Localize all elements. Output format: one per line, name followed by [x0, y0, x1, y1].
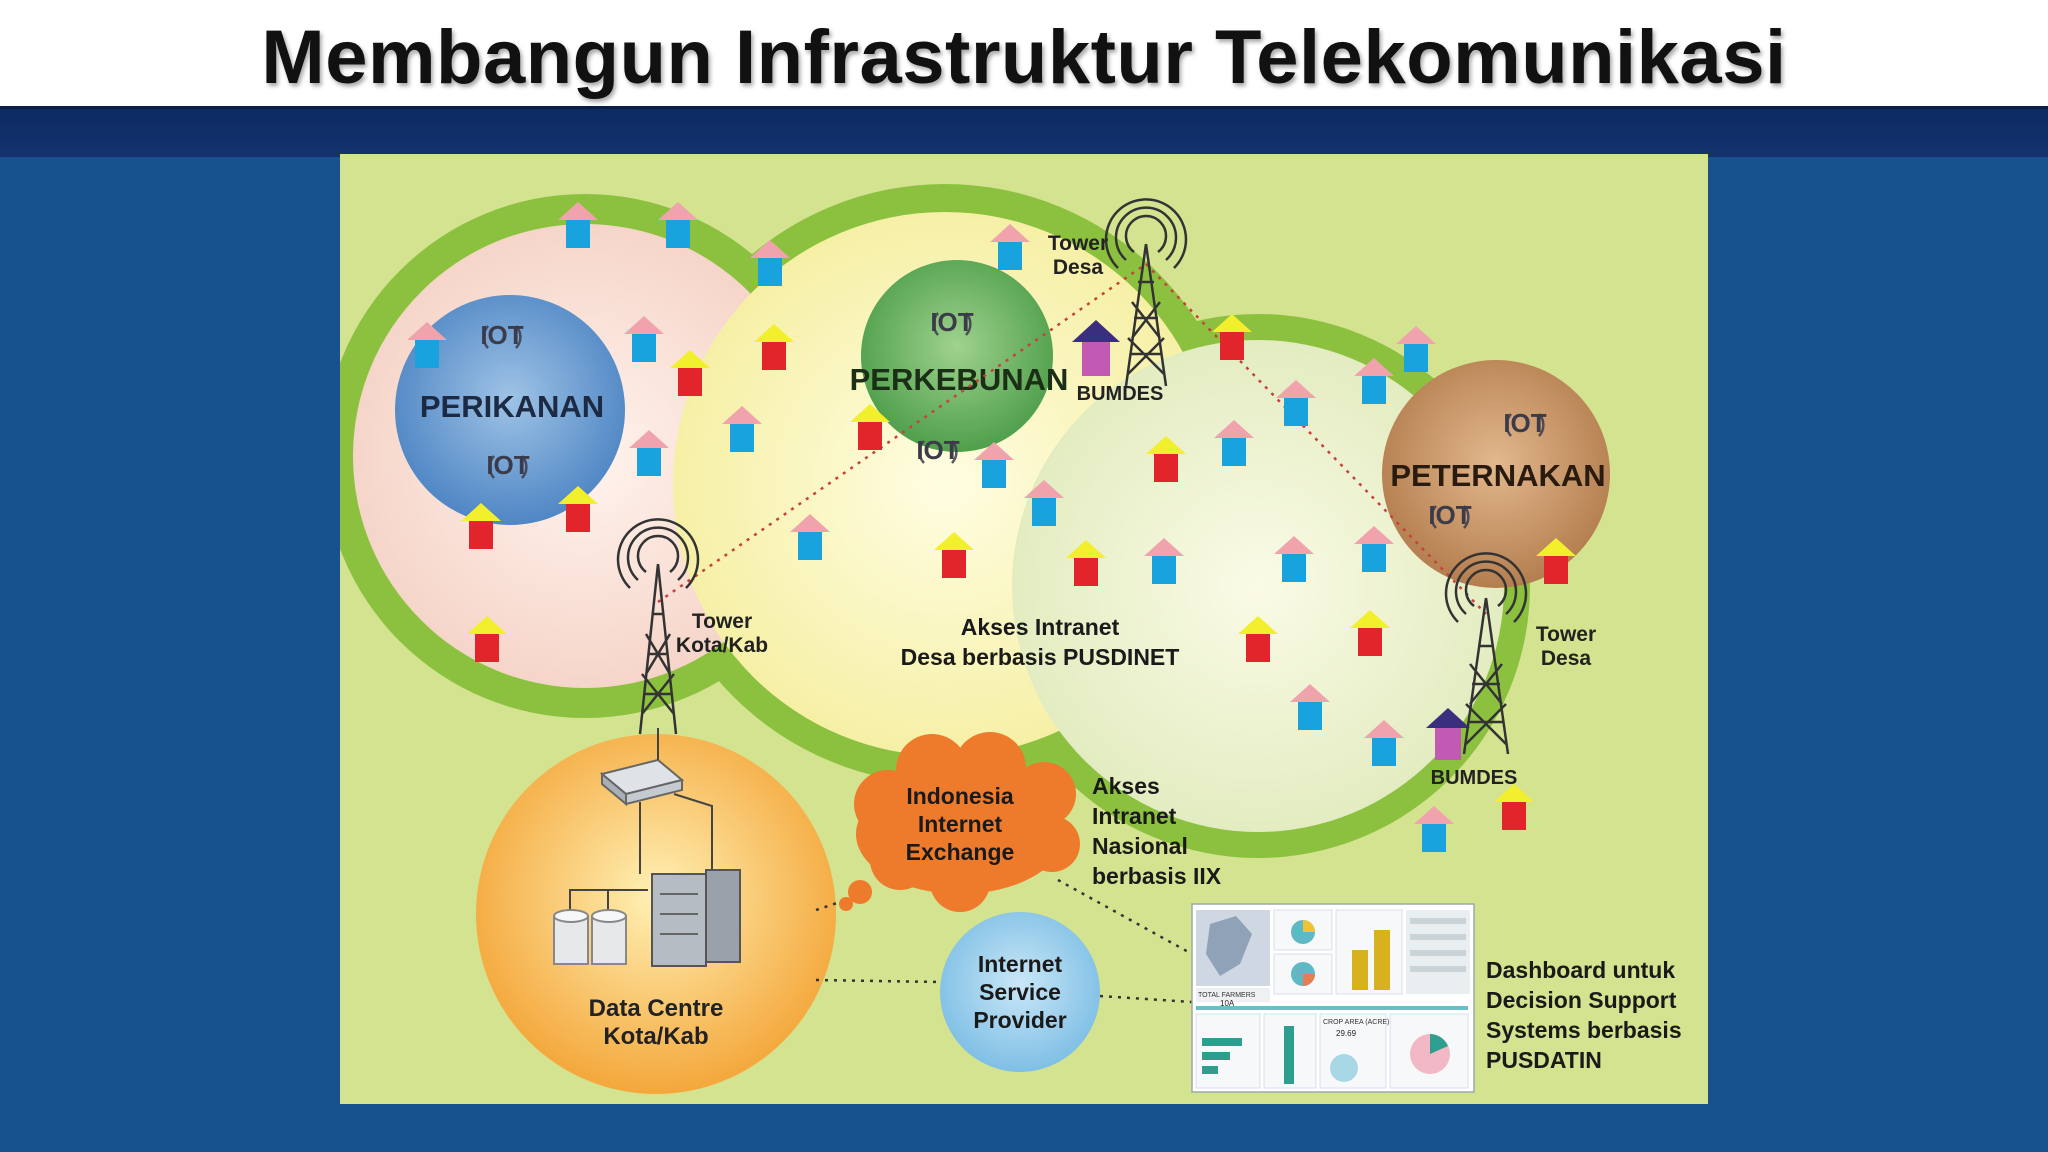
bumdes-label: BUMDES [1077, 383, 1164, 405]
perikanan-label: PERIKANAN [420, 389, 604, 424]
iix-cloud [839, 732, 1080, 912]
dashboard-bar [1352, 950, 1368, 990]
intranet-desa-label-line2: Desa berbasis PUSDINET [901, 644, 1180, 670]
perkebunan-zone [861, 260, 1053, 452]
dashboard-label-line3: Systems berbasis [1486, 1017, 1682, 1043]
isp-label-line1: Internet [978, 951, 1063, 977]
iix-label-line2: Internet [918, 811, 1003, 837]
tower-desa-right-icon [1444, 552, 1528, 755]
header-band [0, 106, 2048, 157]
title-bar: Membangun Infrastruktur Telekomunikasi [0, 0, 2048, 106]
database-icon [553, 909, 627, 965]
intranet-nasional-line1: Akses [1092, 773, 1160, 799]
iot-icon: IOT [930, 307, 973, 337]
diagram-panel: PERIKANAN PERKEBUNAN PETERNAKAN IOT IOT … [340, 154, 1708, 1104]
intranet-desa-label-line1: Akses Intranet [961, 614, 1120, 640]
iot-icon: IOT [480, 320, 523, 350]
iix-label-line3: Exchange [906, 839, 1015, 865]
perkebunan-label: PERKEBUNAN [850, 362, 1069, 397]
dashboard-total-value: 10A [1220, 999, 1235, 1008]
dashboard-label-line4: PUSDATIN [1486, 1047, 1602, 1073]
intranet-nasional-line4: berbasis IIX [1092, 863, 1222, 889]
dashboard-label-line1: Dashboard untuk [1486, 957, 1675, 983]
iix-label-line1: Indonesia [906, 783, 1014, 809]
tower-desa-top-icon [1104, 198, 1188, 387]
dashboard-bar [1374, 930, 1390, 990]
iot-icon: IOT [916, 435, 959, 465]
perikanan-zone [395, 295, 625, 525]
tower-desa-right-label-line1: Tower [1536, 623, 1596, 646]
isp-label-line2: Service [979, 979, 1061, 1005]
tower-links [657, 262, 1487, 615]
dashboard-total-label: TOTAL FARMERS [1198, 992, 1256, 999]
bumdes-label: BUMDES [1431, 767, 1518, 789]
iot-icon: IOT [1428, 500, 1471, 530]
data-centre-label-line1: Data Centre [589, 995, 724, 1022]
intranet-nasional-line3: Nasional [1092, 833, 1188, 859]
tower-kota-icon [616, 518, 700, 735]
intranet-nasional-line2: Intranet [1092, 803, 1177, 829]
iot-badges: IOT IOT IOT IOT IOT IOT [480, 307, 1546, 530]
page-title: Membangun Infrastruktur Telekomunikasi [261, 15, 1787, 100]
network-switch-icon [599, 758, 685, 807]
tower-desa-top-label-line2: Desa [1053, 256, 1104, 279]
dashboard-crop-label: CROP AREA (ACRE) [1323, 1019, 1389, 1026]
houses [407, 202, 1576, 852]
dashboard-label-line2: Decision Support [1486, 987, 1677, 1013]
isp-label-line3: Provider [973, 1007, 1066, 1033]
peternakan-label: PETERNAKAN [1390, 458, 1605, 493]
peternakan-zone [1382, 360, 1610, 588]
dashboard-panel: TOTAL FARMERS 10A [1191, 903, 1475, 1093]
tower-desa-top-label-line1: Tower [1048, 232, 1108, 255]
dashboard-crop-value: 29.69 [1336, 1029, 1357, 1038]
iot-icon: IOT [486, 450, 529, 480]
tower-kota-label-line2: Kota/Kab [676, 634, 768, 657]
isp-circle [940, 912, 1100, 1072]
iot-icon: IOT [1503, 408, 1546, 438]
data-centre-cables [639, 728, 713, 874]
network-links [815, 878, 1193, 1004]
tower-kota-label-line1: Tower [692, 610, 752, 633]
diagram-canvas: PERIKANAN PERKEBUNAN PETERNAKAN IOT IOT … [340, 154, 1708, 1104]
tower-desa-right-label-line2: Desa [1541, 647, 1592, 670]
server-rack-icon [651, 869, 741, 967]
village-area-peternakan [1012, 340, 1504, 832]
data-centre-label-line2: Kota/Kab [603, 1023, 708, 1050]
